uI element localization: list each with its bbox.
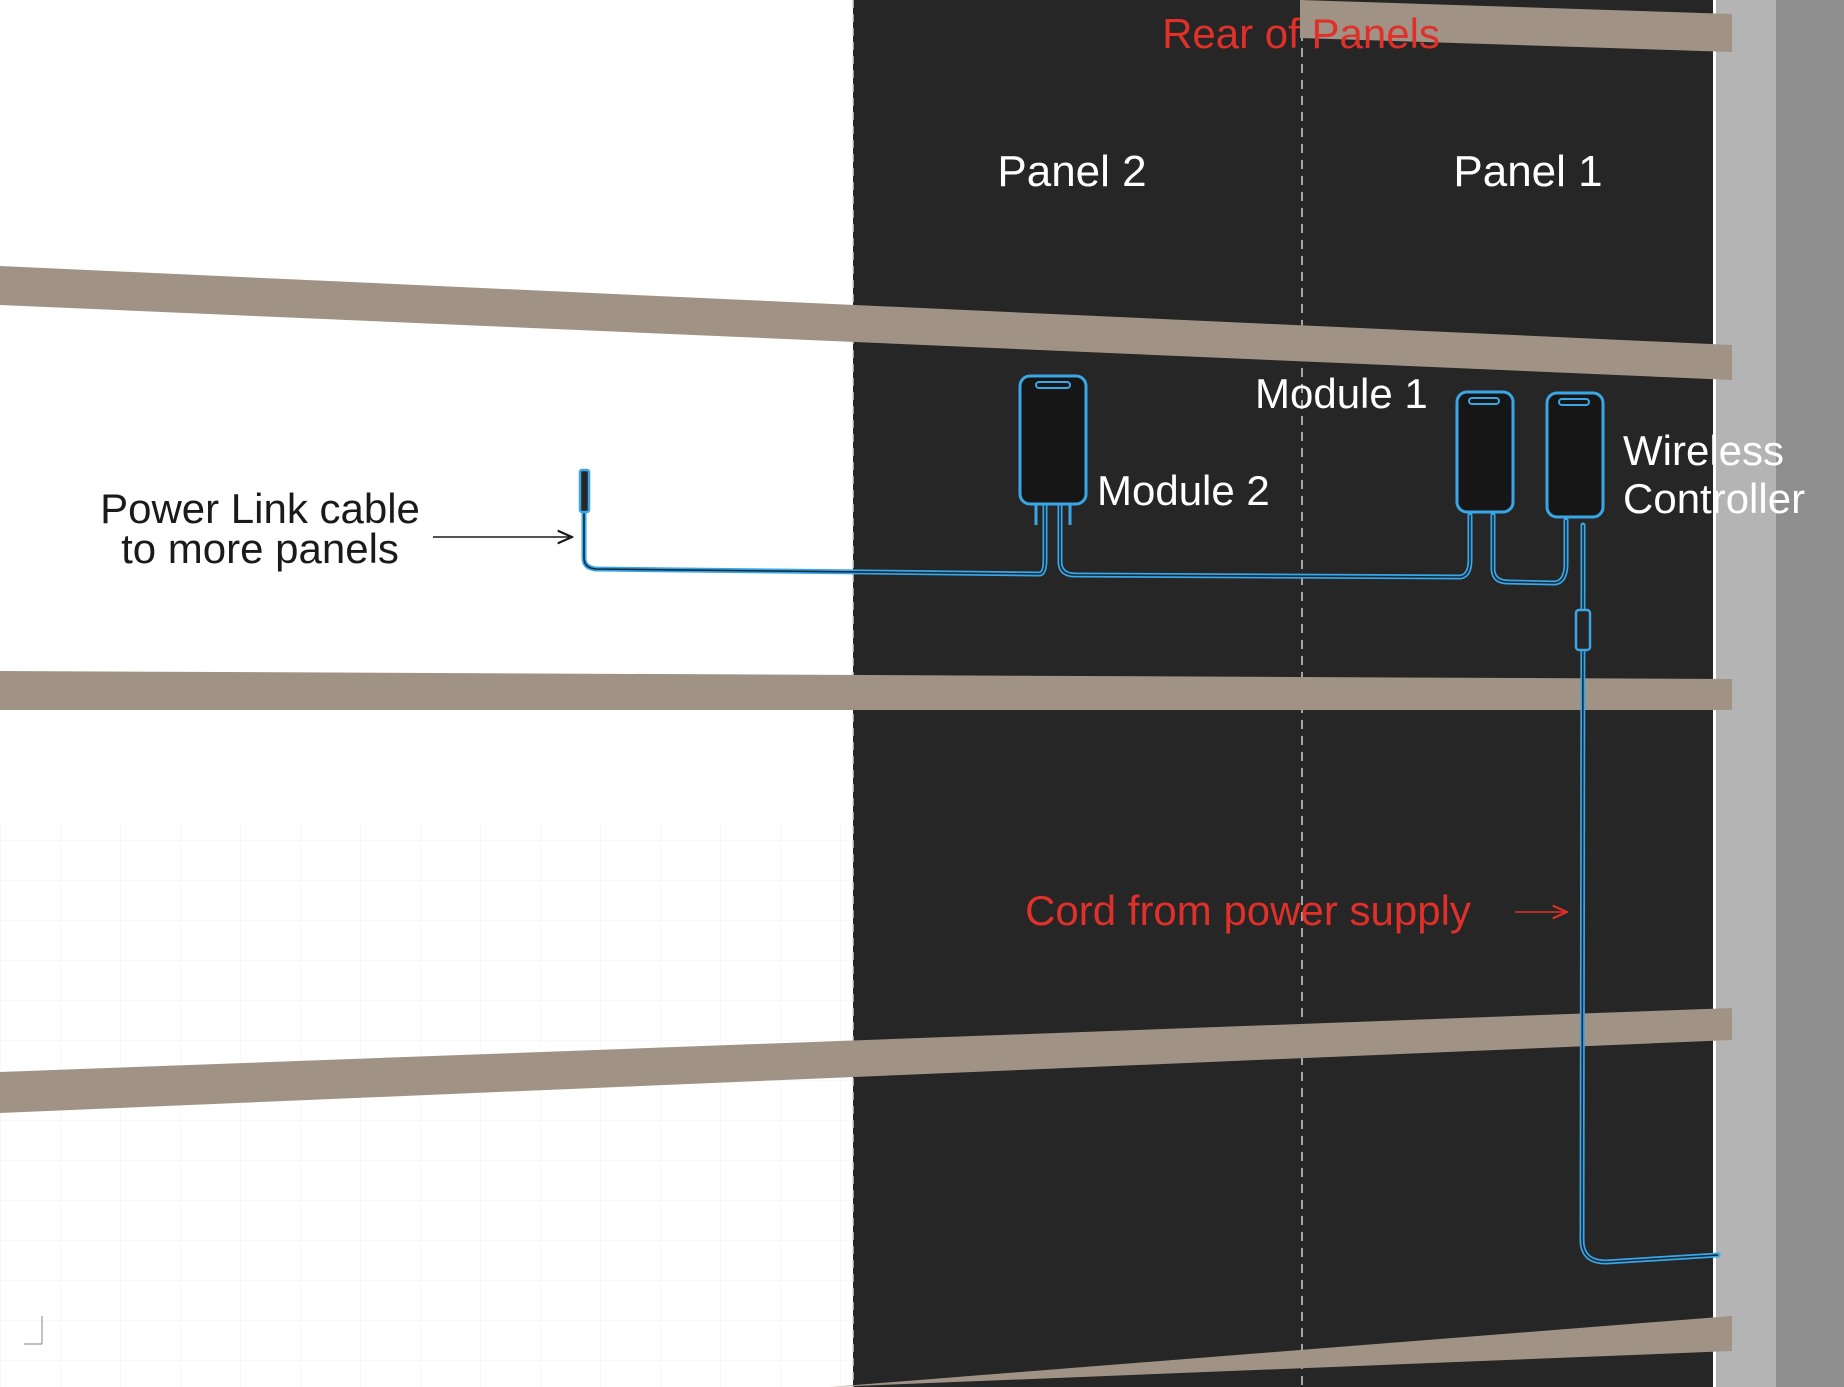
controller-label-line1: Wireless — [1623, 427, 1784, 474]
cable-highlights — [583, 480, 1719, 1263]
power-link-label-line2: to more panels — [121, 525, 399, 572]
module-2-device — [1018, 374, 1088, 525]
module-1-label: Module 1 — [1255, 370, 1428, 417]
batten-top — [1300, 0, 1732, 52]
axis-indicator-icon — [24, 1316, 43, 1345]
controller-label-line2: Controller — [1623, 475, 1805, 522]
batten-2 — [0, 671, 1732, 710]
batten-4 — [830, 1316, 1732, 1387]
module-2-label: Module 2 — [1097, 467, 1270, 514]
batten-3 — [0, 1008, 1732, 1113]
wall-edge-dark — [1776, 0, 1844, 1387]
panel-1-label: Panel 1 — [1453, 147, 1602, 196]
diagram-title: Rear of Panels — [1162, 10, 1440, 57]
module-1-device — [1455, 390, 1515, 514]
power-link-plug — [578, 468, 591, 514]
inline-connector — [1574, 608, 1592, 652]
batten-1 — [0, 266, 1732, 380]
cord-label: Cord from power supply — [1025, 887, 1471, 934]
power-link-label-line1: Power Link cable — [100, 485, 420, 532]
wireless-controller-device — [1545, 391, 1605, 519]
panel-2-label: Panel 2 — [997, 147, 1146, 196]
